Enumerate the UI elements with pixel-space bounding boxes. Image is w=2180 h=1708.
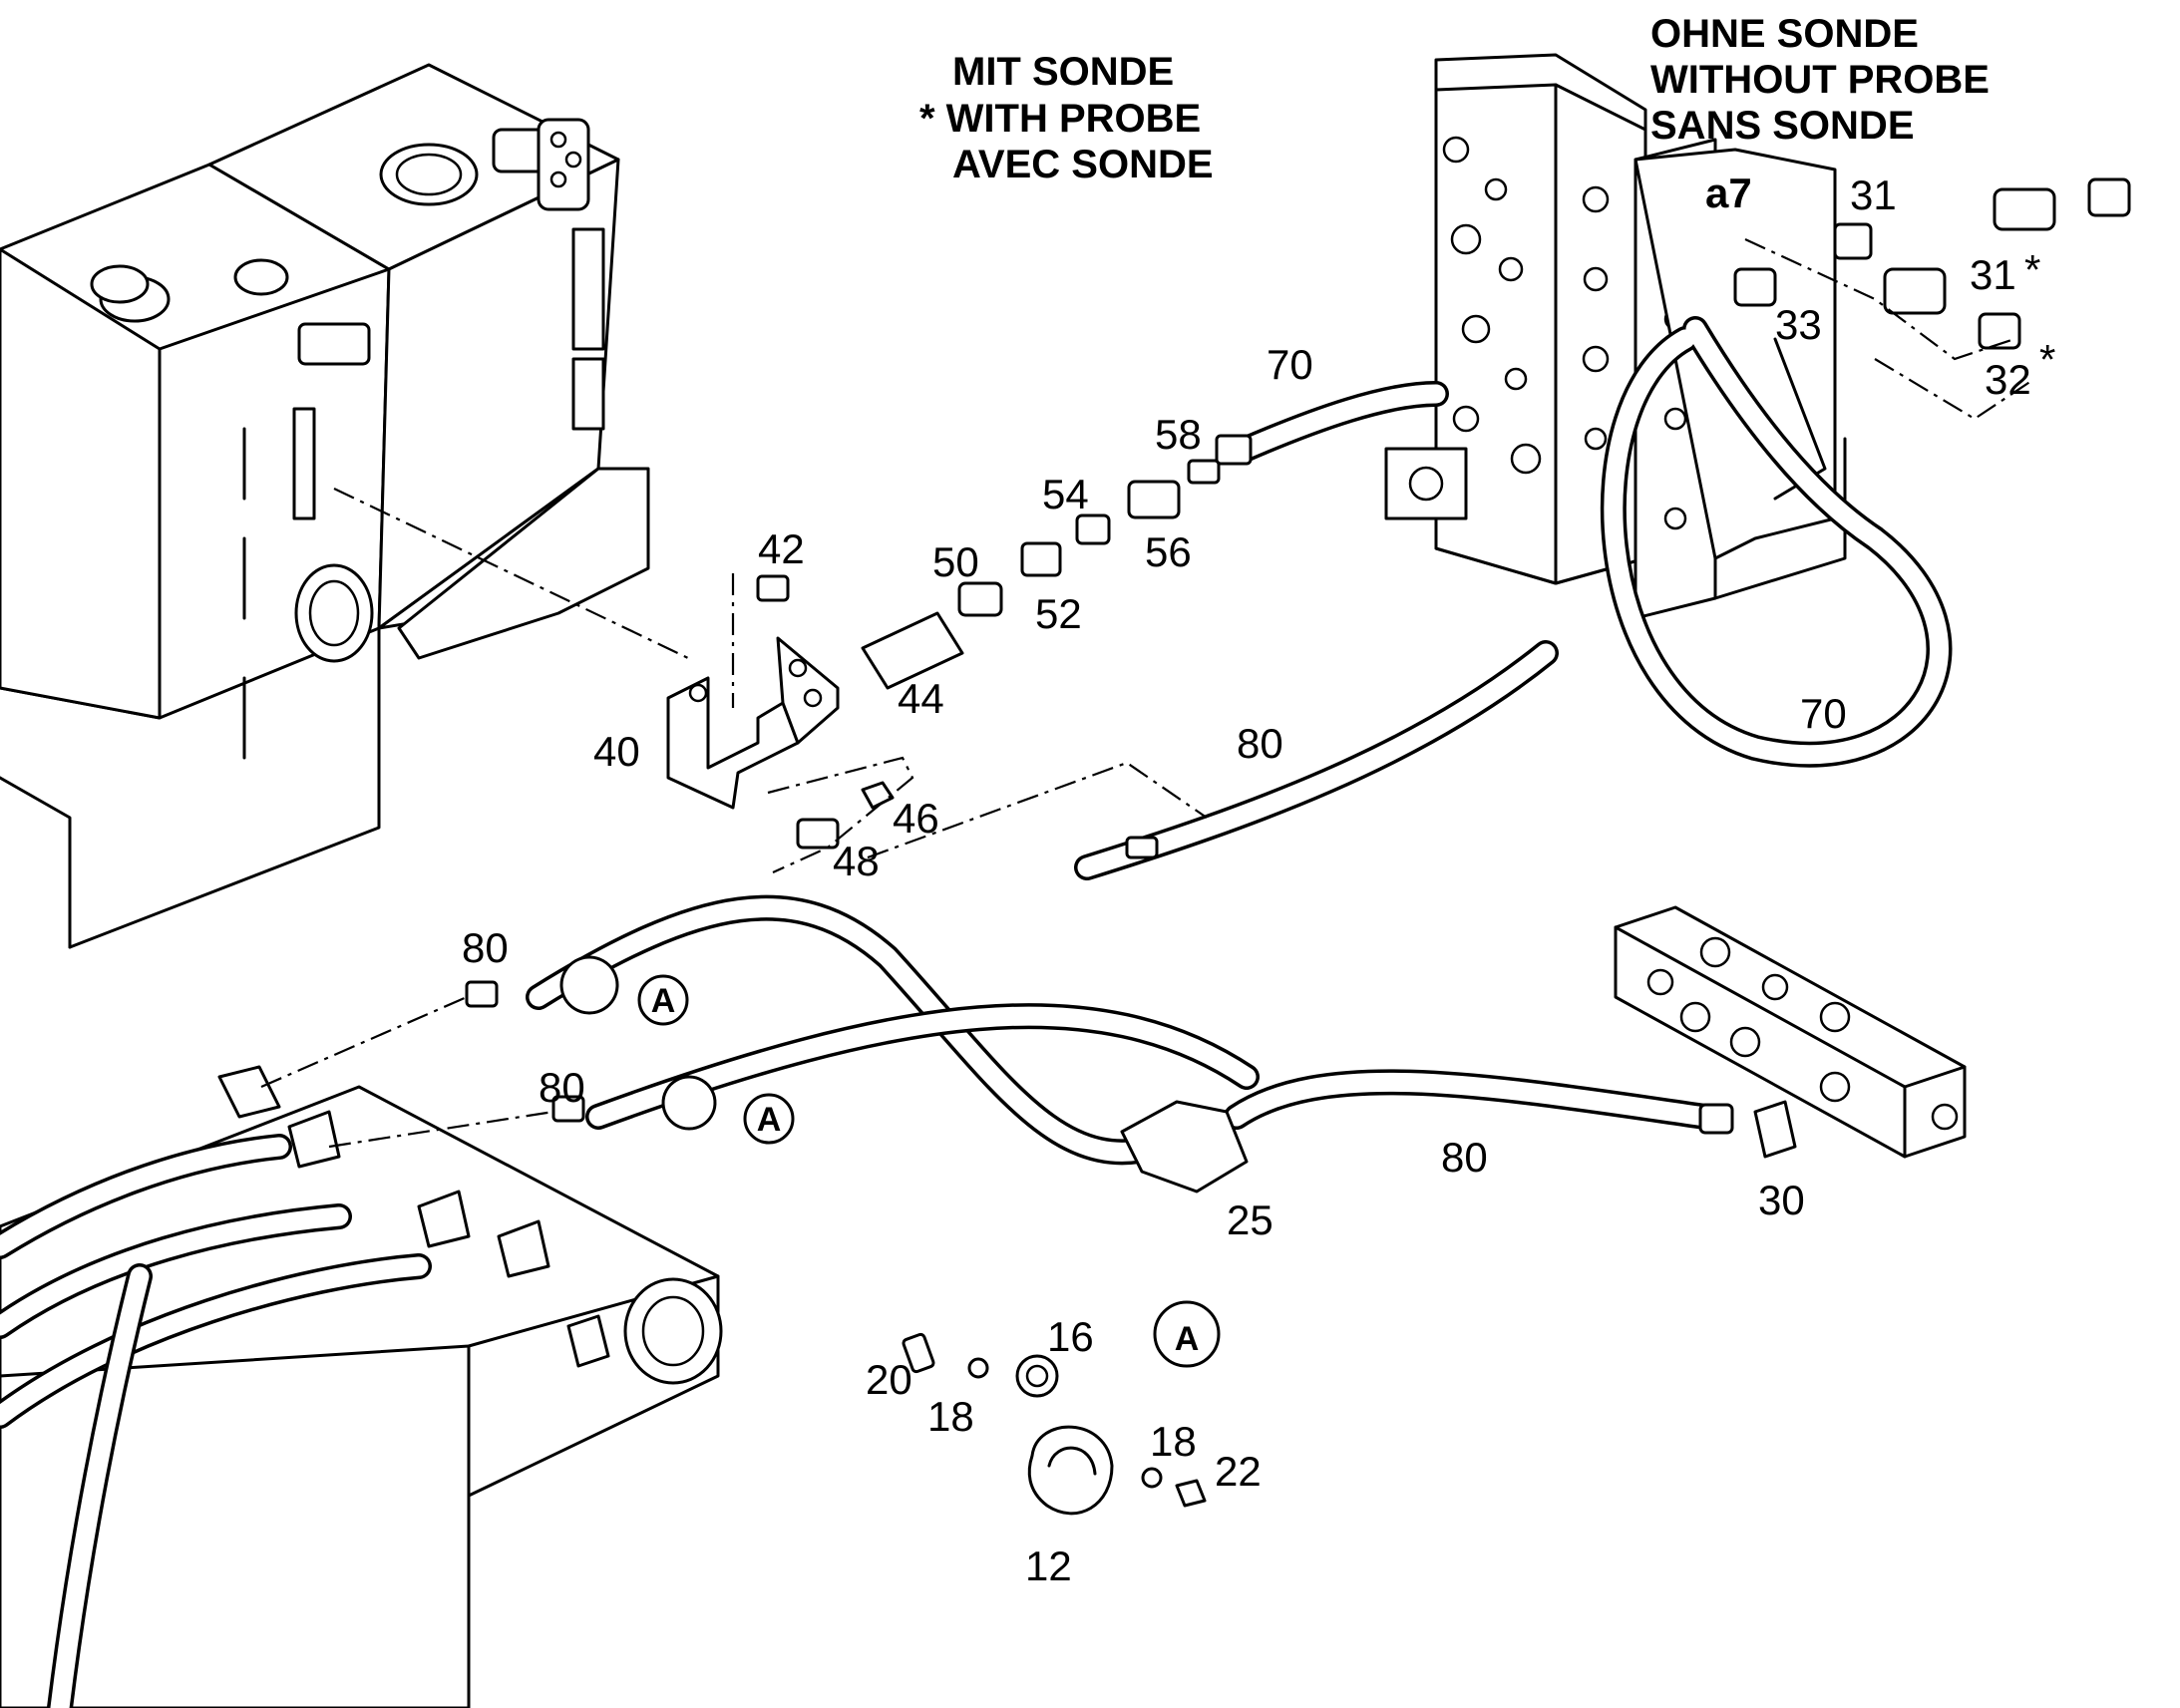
note-with-probe-line-3: AVEC SONDE <box>952 143 1214 186</box>
callout-80-mid: 80 <box>1237 720 1283 767</box>
detail-markers: A A A <box>637 974 1221 1368</box>
boom-assembly <box>0 1065 723 1708</box>
clamp-detail-a <box>902 1332 1207 1516</box>
callout-30: 30 <box>1758 1177 1805 1223</box>
callout-31-star: 31 <box>1970 251 2016 298</box>
callout-42: 42 <box>758 525 805 572</box>
callout-54: 54 <box>1042 471 1089 517</box>
top-right-fittings <box>1733 177 2131 350</box>
hose-80-loose <box>1074 640 1559 880</box>
callout-40: 40 <box>593 728 640 775</box>
callout-22: 22 <box>1215 1448 1262 1495</box>
callout-80-left-1: 80 <box>462 924 509 971</box>
callout-32-star: 32 <box>1985 356 2031 403</box>
callout-12: 12 <box>1025 1542 1072 1589</box>
detail-marker-a-2: A <box>757 1101 782 1139</box>
note-with-probe-line-2: * WITH PROBE <box>919 97 1201 141</box>
detail-marker-a-large: A <box>1175 1320 1200 1358</box>
guard-25 <box>1120 1100 1249 1194</box>
engine-housing <box>0 63 650 949</box>
note-without-probe-line-2: WITHOUT PROBE <box>1650 58 1990 102</box>
callout-80-left-2: 80 <box>539 1064 585 1111</box>
callout-48: 48 <box>833 838 880 884</box>
callout-46: 46 <box>893 795 939 842</box>
note-without-probe-line-3: SANS SONDE <box>1650 104 1915 148</box>
callout-70-right: 70 <box>1800 690 1847 737</box>
bracket-40 <box>666 636 895 850</box>
callout-80-bottom: 80 <box>1441 1134 1488 1181</box>
callout-31: 31 <box>1850 171 1897 218</box>
callout-33: 33 <box>1775 301 1822 348</box>
callout-20: 20 <box>866 1356 912 1403</box>
callout-52: 52 <box>1035 590 1082 637</box>
callout-18-a: 18 <box>927 1393 974 1440</box>
callout-70-top: 70 <box>1267 341 1313 388</box>
manifold-block <box>1614 905 1967 1159</box>
hose-80-long <box>465 894 1734 1166</box>
callout-32-star-mark: * <box>2039 336 2055 383</box>
callout-a7: a7 <box>1705 170 1752 216</box>
callout-44: 44 <box>898 675 944 722</box>
detail-marker-a-1: A <box>651 982 676 1020</box>
callout-56: 56 <box>1145 528 1192 575</box>
callout-25: 25 <box>1227 1196 1273 1243</box>
callouts: a7 31 31 * 32 * 33 70 70 58 54 56 50 52 … <box>462 170 2055 1589</box>
probe-notes: MIT SONDE * WITH PROBE AVEC SONDE OHNE S… <box>919 12 1990 186</box>
note-without-probe-line-1: OHNE SONDE <box>1650 12 1919 56</box>
leader-lines <box>260 238 2035 1149</box>
hose-70 <box>1234 316 1953 768</box>
callout-50: 50 <box>932 538 979 585</box>
callout-16: 16 <box>1047 1313 1094 1360</box>
callout-18-b: 18 <box>1150 1418 1197 1465</box>
callout-31-star-mark: * <box>2024 246 2040 293</box>
callout-58: 58 <box>1155 411 1202 458</box>
note-with-probe-line-1: MIT SONDE <box>952 50 1174 94</box>
fittings-chain <box>756 434 1253 690</box>
